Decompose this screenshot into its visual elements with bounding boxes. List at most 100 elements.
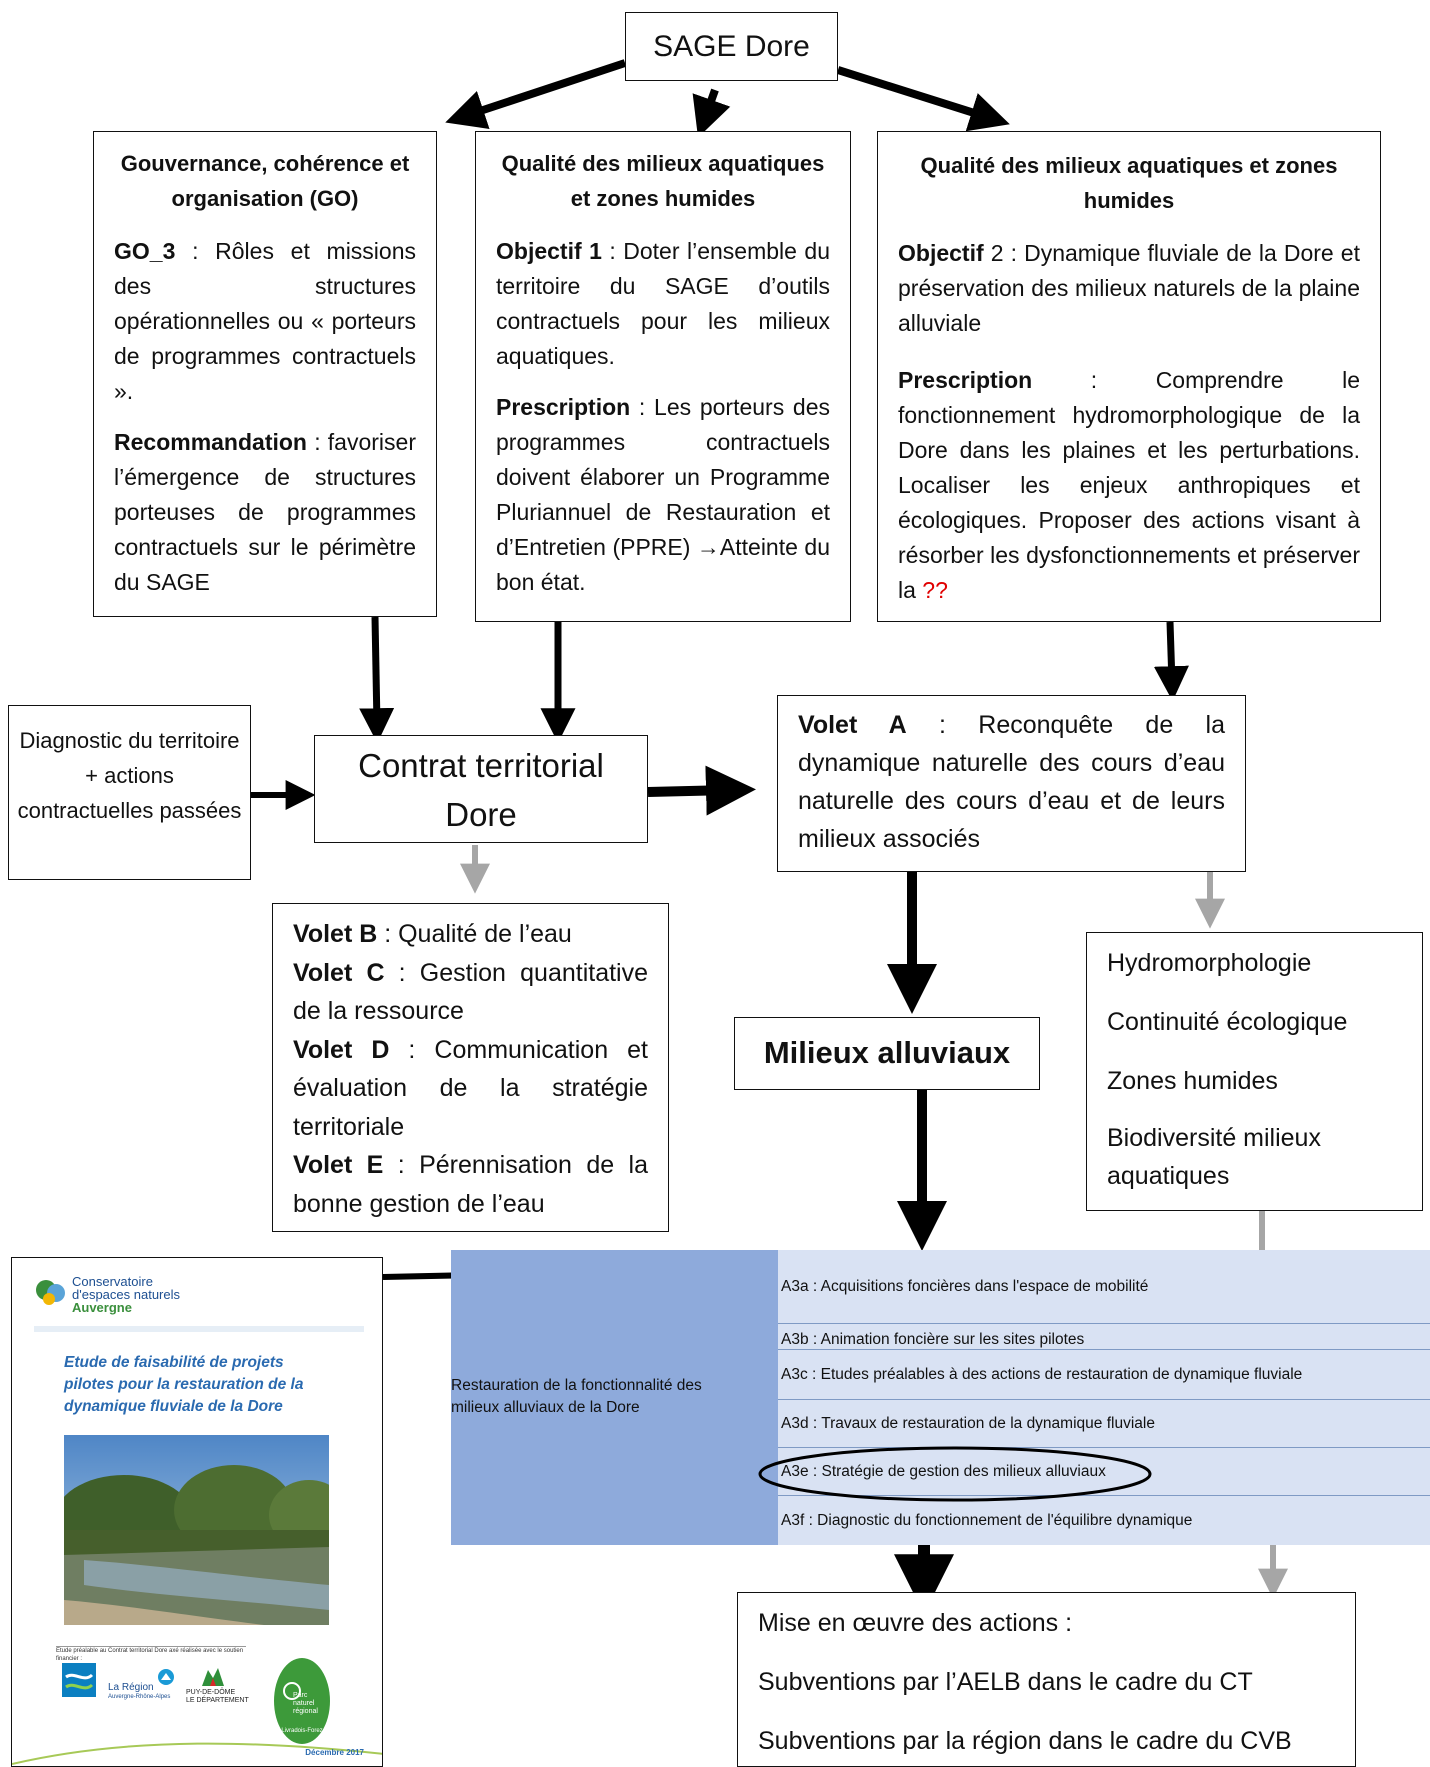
report-cover: Conservatoire d'espaces naturels Auvergn… — [11, 1257, 383, 1767]
cen-logo-icon — [36, 1280, 65, 1305]
objectif2-label: Objectif — [898, 240, 984, 266]
go3-label: GO_3 — [114, 238, 176, 264]
volet-b-paragraph: Volet B : Qualité de l’eau — [293, 915, 648, 954]
objectif2-paragraph: Objectif 2 : Dynamique fluviale de la Do… — [898, 236, 1360, 341]
table-row: A3e : Stratégie de gestion des milieux a… — [778, 1447, 1430, 1495]
table-row-a3a: A3a : Acquisitions foncières dans l'espa… — [781, 1277, 1149, 1295]
cover-logo-parc-line3: régional — [293, 1708, 318, 1715]
mise-en-oeuvre-box: Mise en œuvre des actions : Subventions … — [737, 1592, 1356, 1767]
prescription1-label: Prescription — [496, 394, 631, 420]
milieux-alluviaux-text: Milieux alluviaux — [763, 1035, 1011, 1070]
volet-b-text: : Qualité de l’eau — [377, 920, 572, 948]
volet-e-paragraph: Volet E : Pérennisation de la bonne gest… — [293, 1146, 648, 1223]
arrow-sage-to-go — [445, 59, 627, 129]
table-row-a3b: A3b : Animation foncière sur les sites p… — [781, 1331, 1085, 1348]
objectif1-paragraph: Objectif 1 : Doter l’ensemble du territo… — [496, 234, 830, 374]
agence-eau-logo-icon — [62, 1663, 96, 1697]
volet-c-text: : Gestion quantitative de la ressource — [293, 958, 649, 1026]
prescription2-paragraph: Prescription : Comprendre le fonctionnem… — [898, 363, 1360, 608]
table-row-a3c: A3c : Etudes préalables à des actions de… — [781, 1365, 1303, 1383]
diagnostic-text: Diagnostic du territoire + actions contr… — [17, 728, 242, 823]
table-row-a3d: A3d : Travaux de restauration de la dyna… — [781, 1414, 1155, 1432]
qualite-objectif1-heading: Qualité des milieux aquatiques et zones … — [501, 151, 825, 211]
qualite-objectif2-heading: Qualité des milieux aquatiques et zones … — [920, 153, 1338, 213]
table-row-a3e: A3e : Stratégie de gestion des milieux a… — [781, 1462, 1106, 1480]
volet-d-text: : Communication et évaluation de la stra… — [293, 1035, 648, 1141]
arrow-contrat-to-voleta — [647, 765, 756, 816]
table-row: A3f : Diagnostic du fonctionnement de l'… — [778, 1495, 1430, 1545]
mise-line-aelb: Subventions par l’AELB dans le cadre du … — [758, 1668, 1253, 1696]
table-row: A3d : Travaux de restauration de la dyna… — [778, 1399, 1430, 1447]
contrat-territorial-box: Contrat territorial Dore — [314, 735, 648, 843]
volet-b-label: Volet B — [293, 920, 378, 948]
volet-a-text: : Reconquête de la dynamique naturelle d… — [798, 711, 1225, 853]
arrow-sage-to-qualite1 — [692, 88, 731, 138]
cover-logo-puy-line1: PUY-DE-DÔME — [186, 1689, 236, 1696]
volet-a-box: Volet A : Reconquête de la dynamique nat… — [777, 695, 1246, 872]
volet-a-paragraph: Volet A : Reconquête de la dynamique nat… — [798, 706, 1225, 858]
table-row-a3f: A3f : Diagnostic du fonctionnement de l'… — [781, 1511, 1193, 1529]
sage-dore-box: SAGE Dore — [625, 12, 838, 81]
cover-logo-parc-line2: naturel — [293, 1700, 315, 1707]
diagnostic-box: Diagnostic du territoire + actions contr… — [8, 705, 251, 880]
volets-be-box: Volet B : Qualité de l’eau Volet C : Ges… — [272, 903, 669, 1232]
arrow-sage-to-qualite2 — [836, 66, 1010, 132]
theme-hydromorphologie: Hydromorphologie — [1107, 949, 1312, 977]
cover-divider — [34, 1326, 364, 1332]
cover-logo-parc-line1: Parc — [293, 1692, 308, 1699]
cover-logo-region-line2: Auvergne-Rhône-Alpes — [108, 1694, 171, 1700]
table-row: A3a : Acquisitions foncières dans l'espa… — [778, 1250, 1430, 1323]
volet-d-paragraph: Volet D : Communication et évaluation de… — [293, 1031, 648, 1147]
milieux-alluviaux-box: Milieux alluviaux — [734, 1017, 1040, 1090]
mise-line-region: Subventions par la région dans le cadre … — [758, 1727, 1292, 1755]
cover-org: Conservatoire d'espaces naturels Auvergn… — [72, 1275, 180, 1314]
cover-date: Décembre 2017 — [305, 1748, 364, 1757]
themes-box: Hydromorphologie Continuité écologique Z… — [1086, 932, 1423, 1211]
volet-c-label: Volet C — [293, 958, 385, 987]
qualite-objectif2-box: Qualité des milieux aquatiques et zones … — [877, 131, 1381, 622]
volet-a-label: Volet A — [798, 711, 907, 739]
gouvernance-box: Gouvernance, cohérence et organisation (… — [93, 131, 437, 617]
arrow-go-to-contrat — [359, 616, 395, 744]
volet-d-label: Volet D — [293, 1035, 390, 1064]
go3-paragraph: GO_3 : Rôles et missions des structures … — [114, 234, 416, 409]
volet-c-paragraph: Volet C : Gestion quantitative de la res… — [293, 954, 648, 1031]
puy-de-dome-logo-icon — [202, 1668, 224, 1686]
theme-continuite: Continuité écologique — [1107, 1008, 1348, 1036]
prescription2-label: Prescription — [898, 367, 1033, 393]
prescription1-paragraph: Prescription : Les porteurs des programm… — [496, 390, 830, 600]
cover-org-line2: d'espaces naturels — [72, 1287, 180, 1302]
cover-title: Etude de faisabilité de projets pilotes … — [64, 1354, 304, 1415]
recommandation-text: : favoriser l’émergence de structures po… — [114, 429, 416, 595]
cover-logo-parc-line4: Livradois-Forez — [281, 1728, 323, 1734]
prescription1-text: : Les porteurs des programmes contractue… — [496, 394, 830, 595]
arrow-qualite2-to-voleta — [1153, 621, 1189, 702]
objectif2-text: 2 : Dynamique fluviale de la Dore et pré… — [898, 240, 1360, 336]
recommandation-paragraph: Recommandation : favoriser l’émergence d… — [114, 425, 416, 600]
volet-e-label: Volet E — [293, 1151, 384, 1179]
theme-zones-humides: Zones humides — [1107, 1067, 1278, 1095]
volet-e-text: : Pérennisation de la bonne gestion de l… — [293, 1151, 648, 1218]
table-left-text: Restauration de la fonctionnalité des mi… — [451, 1377, 702, 1416]
highlight-ellipse — [758, 1446, 1152, 1502]
region-logo-icon — [158, 1669, 174, 1685]
sage-dore-title: SAGE Dore — [653, 30, 810, 63]
mise-title: Mise en œuvre des actions : — [758, 1609, 1073, 1637]
table-row: A3c : Etudes préalables à des actions de… — [778, 1349, 1430, 1399]
cover-logo-puy-line2: LE DÉPARTEMENT — [186, 1697, 249, 1704]
go3-text: : Rôles et missions des structures opéra… — [114, 238, 416, 404]
cover-photo — [64, 1435, 329, 1625]
table-left-cell: Restauration de la fonctionnalité des mi… — [451, 1250, 778, 1545]
prescription2-mark: ?? — [922, 577, 948, 603]
cover-logo-region-line1: La Région — [108, 1682, 154, 1693]
contrat-title-line2: Dore — [445, 796, 517, 833]
table-row: A3b : Animation foncière sur les sites p… — [778, 1323, 1430, 1349]
qualite-objectif1-box: Qualité des milieux aquatiques et zones … — [475, 131, 851, 622]
cover-logo-region: La Région Auvergne-Rhône-Alpes — [108, 1683, 170, 1701]
cover-org-line1: Conservatoire — [72, 1274, 153, 1289]
prescription2-text: : Comprendre le fonctionnement hydromorp… — [898, 367, 1360, 603]
cover-funding-text: Etude préalable au Contrat territorial D… — [56, 1646, 246, 1663]
cover-org-line3: Auvergne — [72, 1300, 132, 1315]
objectif1-text: : Doter l’ensemble du territoire du SAGE… — [496, 238, 830, 369]
cover-swoosh — [12, 1742, 382, 1765]
